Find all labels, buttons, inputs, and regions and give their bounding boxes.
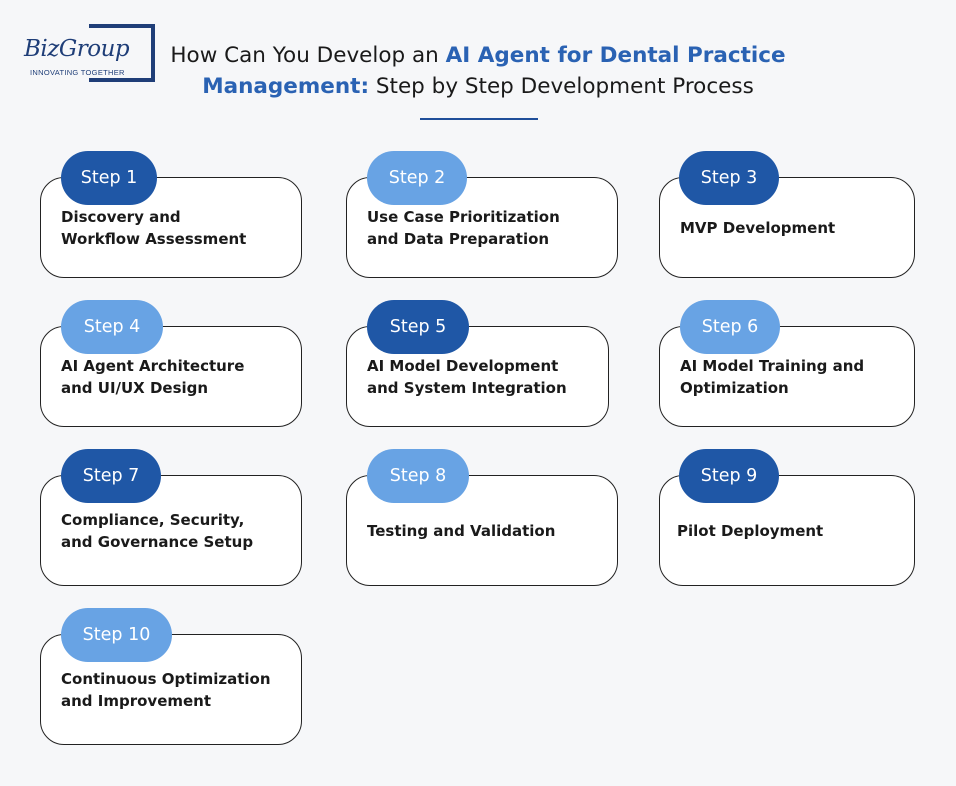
step-4-text: AI Agent Architecture and UI/UX Design xyxy=(61,356,245,397)
step-9-text: Pilot Deployment xyxy=(677,521,824,540)
step-2-text: Use Case Prioritization and Data Prepara… xyxy=(367,207,560,248)
step-6-badge: Step 6 xyxy=(680,300,780,354)
logo-tagline: INNOVATING TOGETHER xyxy=(30,68,125,77)
title-part-1: How Can You Develop an xyxy=(170,43,446,68)
step-2-badge: Step 2 xyxy=(367,151,467,205)
step-1-text: Discovery and Workflow Assessment xyxy=(61,207,247,248)
step-5-badge: Step 5 xyxy=(367,300,469,354)
title-part-2: Step by Step Development Process xyxy=(369,74,754,99)
step-card-1: Discovery and Workflow Assessment xyxy=(40,177,302,278)
step-card-7: Compliance, Security, and Governance Set… xyxy=(40,475,302,586)
step-card-8: Testing and Validation xyxy=(346,475,618,586)
logo-wordmark: BizGroup xyxy=(24,36,130,62)
step-7-badge: Step 7 xyxy=(61,449,161,503)
step-4-badge: Step 4 xyxy=(61,300,163,354)
step-7-text: Compliance, Security, and Governance Set… xyxy=(61,510,254,551)
title-highlight: AI Agent for Dental Practice Management: xyxy=(202,43,786,99)
step-3-badge: Step 3 xyxy=(679,151,779,205)
step-1-badge: Step 1 xyxy=(61,151,157,205)
step-10-text: Continuous Optimization and Improvement xyxy=(61,669,271,710)
step-5-text: AI Model Development and System Integrat… xyxy=(367,356,567,397)
step-8-text: Testing and Validation xyxy=(367,521,556,540)
step-9-badge: Step 9 xyxy=(679,449,779,503)
step-10-badge: Step 10 xyxy=(61,608,172,662)
step-8-badge: Step 8 xyxy=(367,449,469,503)
step-card-10: Continuous Optimization and Improvement xyxy=(40,634,302,745)
page-title: How Can You Develop an AI Agent for Dent… xyxy=(160,40,796,102)
bizgroup-logo: BizGroup INNOVATING TOGETHER xyxy=(24,24,158,82)
step-3-text: MVP Development xyxy=(680,218,836,237)
logo-frame xyxy=(89,24,155,82)
step-6-text: AI Model Training and Optimization xyxy=(680,356,865,397)
title-underline xyxy=(420,118,538,120)
